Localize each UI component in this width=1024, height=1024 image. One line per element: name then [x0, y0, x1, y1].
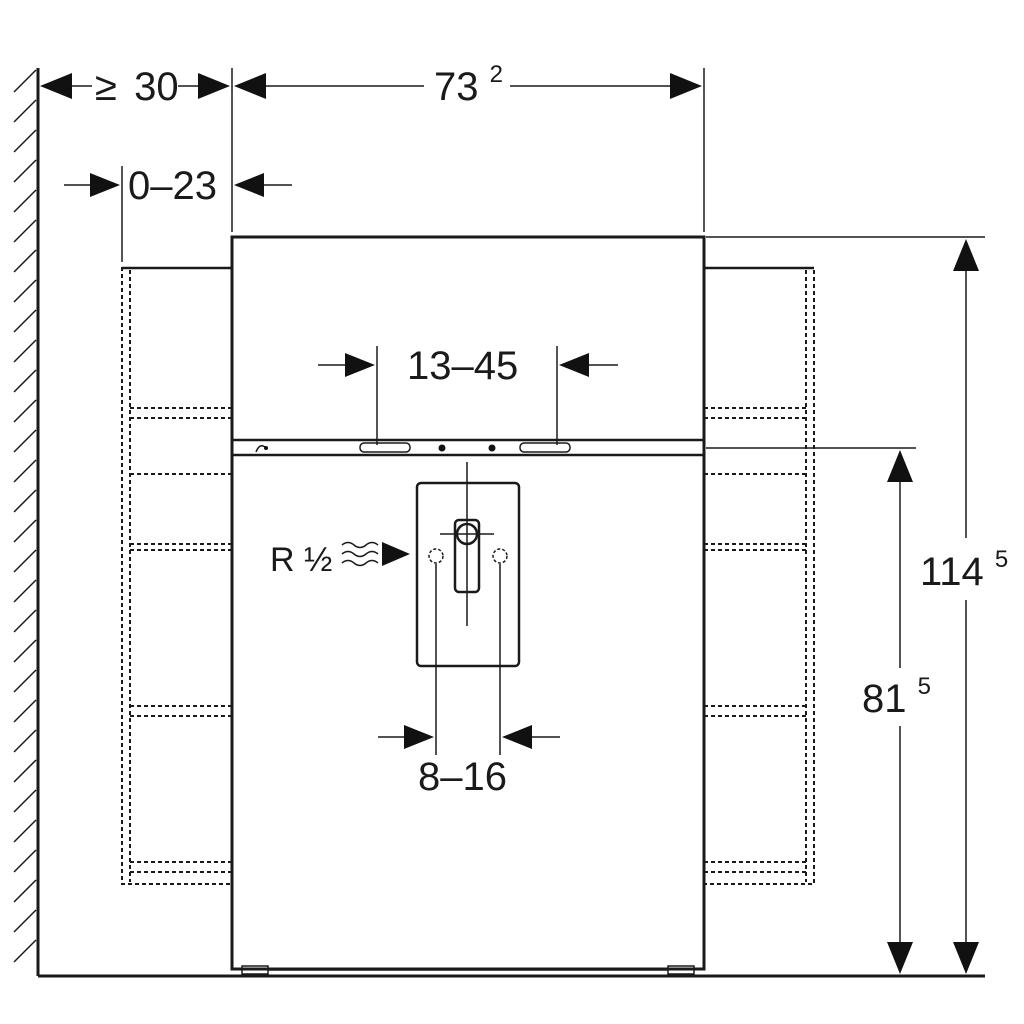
- svg-text:≥ 30: ≥ 30: [95, 65, 179, 109]
- right-side-shelf: [703, 266, 815, 885]
- dimension-shelf-offset: 0–23: [64, 164, 292, 262]
- dimension-height-lower: 81 5: [706, 447, 931, 974]
- pipe-thread-fraction: ½: [304, 541, 332, 579]
- svg-text:73 2: 73 2: [434, 61, 503, 109]
- mounting-rail: [255, 442, 571, 453]
- svg-text:81 5: 81 5: [862, 673, 931, 721]
- dimension-fixing-spacing: 13–45: [318, 344, 618, 445]
- shelf-offset-value: 0–23: [128, 164, 217, 208]
- height-lower-superscript: 5: [918, 673, 931, 700]
- width-value: 73: [434, 65, 479, 109]
- svg-text:R ½: R ½: [270, 541, 332, 579]
- dimension-wall-clearance: ≥ 30: [40, 65, 233, 232]
- wall-clearance-prefix: ≥: [95, 65, 117, 109]
- fixing-spacing-value: 13–45: [407, 344, 518, 388]
- water-flow-icon: [341, 541, 379, 567]
- pipe-thread-letter: R: [270, 541, 295, 579]
- height-total-value: 114: [920, 550, 984, 594]
- connection-spacing-value: 8–16: [418, 755, 507, 799]
- height-total-superscript: 5: [995, 546, 1008, 573]
- left-side-shelf: [121, 266, 233, 885]
- dimension-connection-spacing: 8–16: [378, 564, 560, 799]
- dimension-height-total: 114 5: [706, 236, 1008, 974]
- height-lower-value: 81: [862, 677, 907, 721]
- svg-text:114 5: 114 5: [920, 546, 1008, 594]
- pipe-thread-label: R ½: [270, 541, 410, 579]
- tap-plate: [415, 462, 521, 668]
- width-superscript: 2: [490, 61, 503, 88]
- wall: [13, 68, 40, 976]
- wall-clearance-value: 30: [134, 65, 179, 109]
- wall-hatching: [13, 69, 37, 963]
- cabinet: [230, 235, 706, 975]
- dimension-width: 73 2: [234, 61, 705, 232]
